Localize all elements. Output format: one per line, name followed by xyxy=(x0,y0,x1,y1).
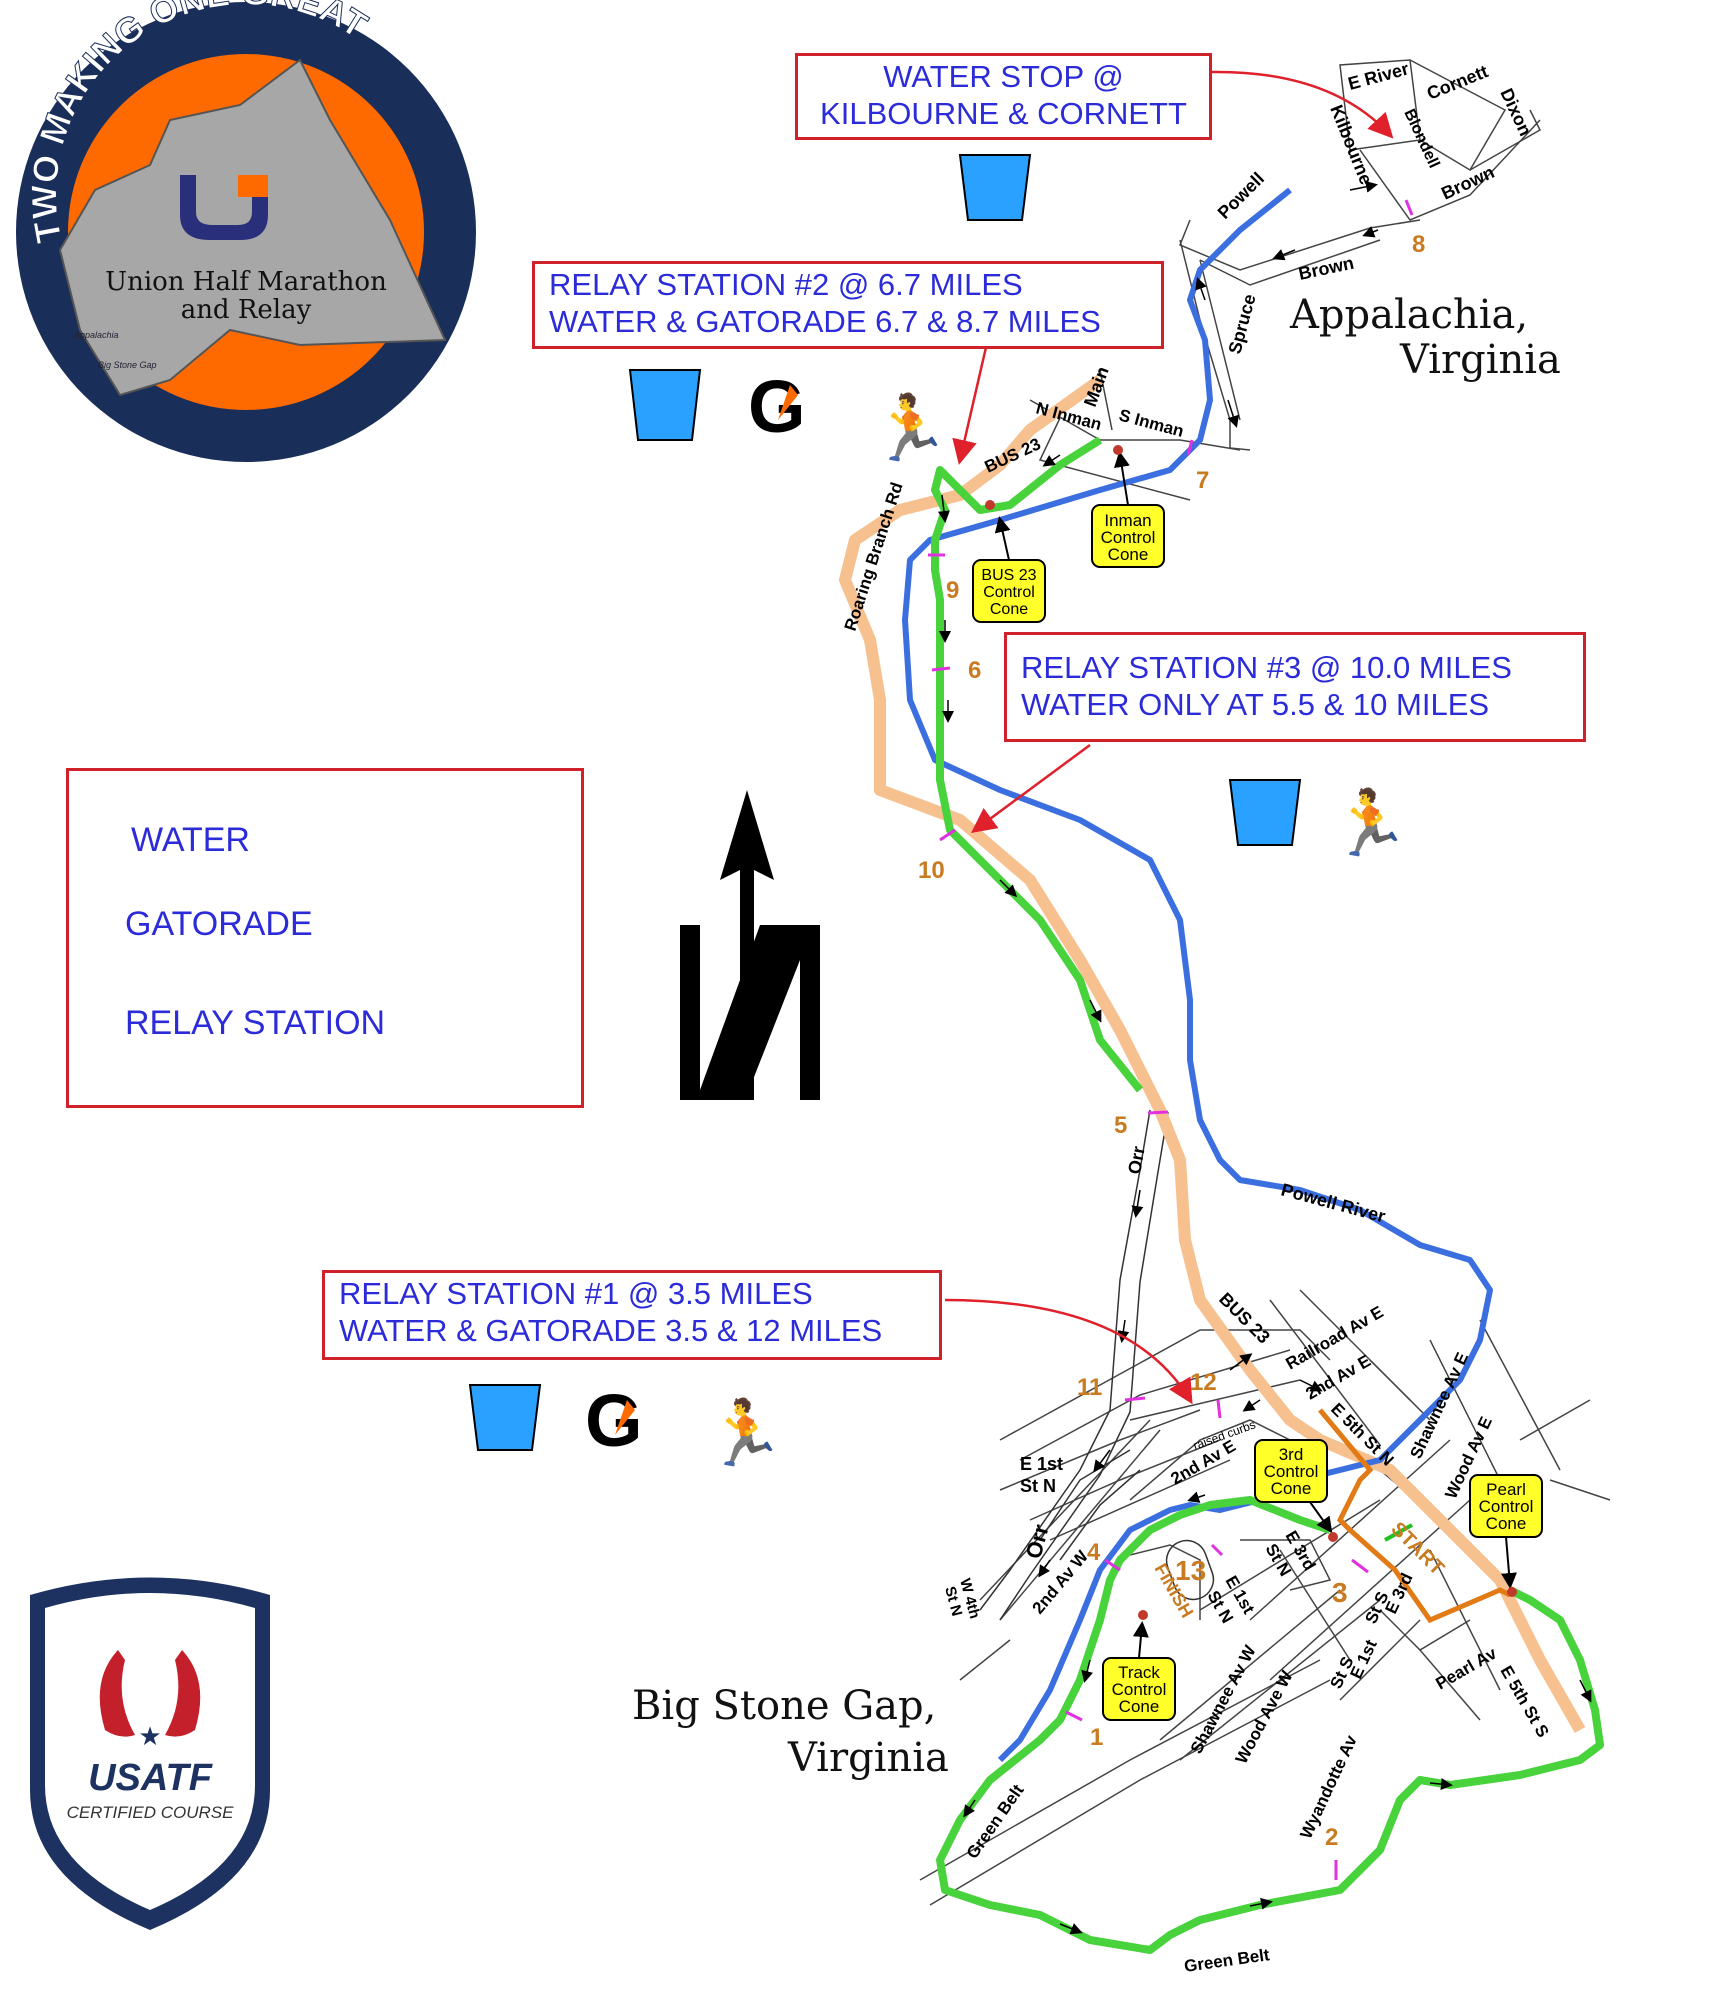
svg-text:Control: Control xyxy=(1264,1462,1319,1481)
callout-water-stop-line1: WATER STOP @ xyxy=(883,59,1124,94)
svg-text:Cone: Cone xyxy=(1119,1697,1160,1716)
logo-map-label-top: Appalachia xyxy=(73,330,119,340)
north-arrow-icon xyxy=(680,790,820,1100)
cone-pearl: Pearl Control Cone xyxy=(1469,1474,1543,1597)
mile-ticks xyxy=(928,199,1414,1880)
city-bsg-line2: Virginia xyxy=(788,1735,949,1781)
mile-2: 2 xyxy=(1325,1824,1338,1851)
street-powell-river: Powell River xyxy=(1279,1180,1388,1227)
street-e1st-n-a: E 1st xyxy=(1020,1454,1063,1474)
svg-text:BUS 23: BUS 23 xyxy=(981,567,1036,584)
direction-arrows xyxy=(937,180,1592,1935)
street-s-inman: S Inman xyxy=(1117,406,1186,441)
relay-runner-icon-relay1: 🏃 xyxy=(705,1397,785,1469)
legend: WATER GATORADE RELAY STATION xyxy=(66,768,584,1108)
callout-relay-1-line1: RELAY STATION #1 @ 3.5 MILES xyxy=(339,1276,813,1311)
water-icon-waterstop xyxy=(958,154,1032,221)
svg-text:Cone: Cone xyxy=(1486,1514,1527,1533)
mile-1: 1 xyxy=(1090,1724,1103,1751)
usatf-wing-left-icon xyxy=(99,1650,135,1737)
street-pearl: Pearl Av xyxy=(1433,1643,1501,1693)
street-main: Main xyxy=(1080,364,1113,409)
mile-9: 9 xyxy=(946,577,959,604)
logo-title-1: Union Half Marathon xyxy=(105,267,387,297)
svg-text:Track: Track xyxy=(1118,1663,1160,1682)
legend-water-label: WATER xyxy=(131,821,250,859)
svg-text:Control: Control xyxy=(1101,528,1156,547)
svg-text:Control: Control xyxy=(1479,1497,1534,1516)
callout-water-stop-line2: KILBOURNE & CORNETT xyxy=(820,96,1187,131)
callout-relay-2: RELAY STATION #2 @ 6.7 MILES WATER & GAT… xyxy=(532,261,1164,349)
street-green-belt-2: Green Belt xyxy=(1183,1945,1271,1976)
svg-text:Cone: Cone xyxy=(990,601,1028,618)
city-bsg-line1: Big Stone Gap, xyxy=(632,1683,937,1729)
course-route xyxy=(936,1496,1604,1954)
course-route-north xyxy=(931,436,1144,1093)
callout-relay-1: RELAY STATION #1 @ 3.5 MILES WATER & GAT… xyxy=(322,1270,942,1360)
water-icon-relay1 xyxy=(468,1384,542,1451)
svg-text:Pearl: Pearl xyxy=(1486,1480,1526,1499)
svg-text:Cone: Cone xyxy=(1108,545,1149,564)
usatf-brand: USATF xyxy=(88,1757,214,1799)
usatf-star-icon: ★ xyxy=(138,1721,161,1751)
mile-12: 12 xyxy=(1190,1369,1217,1396)
u-logo-icon xyxy=(180,175,268,240)
usatf-wing-right-icon xyxy=(165,1650,201,1737)
cone-inman: Inman Control Cone xyxy=(1091,445,1165,568)
cone-third: 3rd Control Cone xyxy=(1254,1439,1338,1542)
event-logo: Union Half Marathon and Relay Appalachia… xyxy=(16,0,476,462)
mile-3: 3 xyxy=(1332,1577,1348,1608)
callout-arrows xyxy=(944,70,1394,1405)
street-dixon: Dixon xyxy=(1496,85,1535,139)
water-icon-relay2 xyxy=(628,369,702,441)
callout-relay-3-line2: WATER ONLY AT 5.5 & 10 MILES xyxy=(1021,687,1490,722)
mile-11: 11 xyxy=(1077,1374,1102,1401)
svg-text:Cone: Cone xyxy=(1271,1479,1312,1498)
mile-5: 5 xyxy=(1114,1112,1127,1139)
water-icon-relay3 xyxy=(1228,779,1302,846)
street-bus23-top: BUS 23 xyxy=(982,434,1044,476)
cone-bus23: BUS 23 Control Cone xyxy=(972,500,1046,623)
cone-track: Track Control Cone xyxy=(1102,1610,1176,1721)
street-blondell: Blondell xyxy=(1400,107,1442,171)
logo-title-2: and Relay xyxy=(181,295,312,325)
relay-runner-icon-relay3: 🏃 xyxy=(1330,787,1410,859)
street-orr-top: Orr xyxy=(1124,1145,1149,1176)
callout-water-stop: WATER STOP @ KILBOURNE & CORNETT xyxy=(795,53,1212,140)
callout-relay-1-line2: WATER & GATORADE 3.5 & 12 MILES xyxy=(339,1313,883,1348)
city-appalachia-line2: Virginia xyxy=(1400,337,1561,383)
city-appalachia-line1: Appalachia, xyxy=(1290,292,1529,338)
svg-text:Control: Control xyxy=(983,584,1035,601)
legend-relay-label: RELAY STATION xyxy=(125,1004,386,1042)
street-e1st-n-b: St N xyxy=(1020,1476,1056,1496)
svg-text:Inman: Inman xyxy=(1104,511,1151,530)
callout-relay-2-line1: RELAY STATION #2 @ 6.7 MILES xyxy=(549,267,1023,302)
bus-23-route xyxy=(839,375,1586,1733)
relay-runner-icon-relay2: 🏃 xyxy=(870,392,950,464)
callout-relay-3-line1: RELAY STATION #3 @ 10.0 MILES xyxy=(1021,650,1512,685)
mile-6: 6 xyxy=(968,657,981,684)
mile-4: 4 xyxy=(1087,1539,1101,1566)
gatorade-icon-relay1: G xyxy=(585,1379,643,1462)
callout-relay-3: RELAY STATION #3 @ 10.0 MILES WATER ONLY… xyxy=(1004,632,1586,742)
street-spruce: Spruce xyxy=(1225,292,1260,356)
street-green-belt-1: Green Belt xyxy=(963,1781,1028,1863)
mile-8: 8 xyxy=(1412,231,1425,258)
street-brown-2: Brown xyxy=(1297,253,1356,284)
gatorade-icon-relay2: G xyxy=(748,365,806,448)
mile-13: 13 xyxy=(1175,1555,1206,1586)
legend-gatorade-label: GATORADE xyxy=(125,905,313,943)
logo-map-label-bottom: Big Stone Gap xyxy=(98,360,157,370)
callout-relay-2-line2: WATER & GATORADE 6.7 & 8.7 MILES xyxy=(549,304,1101,339)
start-segment xyxy=(1318,1408,1512,1624)
mile-10: 10 xyxy=(918,857,945,884)
usatf-subtitle: CERTIFIED COURSE xyxy=(67,1803,235,1822)
svg-text:Control: Control xyxy=(1112,1680,1167,1699)
mile-7: 7 xyxy=(1196,467,1209,494)
street-orr-bottom: Orr xyxy=(1021,1521,1054,1561)
usatf-badge: ★ USATF CERTIFIED COURSE xyxy=(30,1577,270,1930)
svg-text:3rd: 3rd xyxy=(1279,1445,1304,1464)
